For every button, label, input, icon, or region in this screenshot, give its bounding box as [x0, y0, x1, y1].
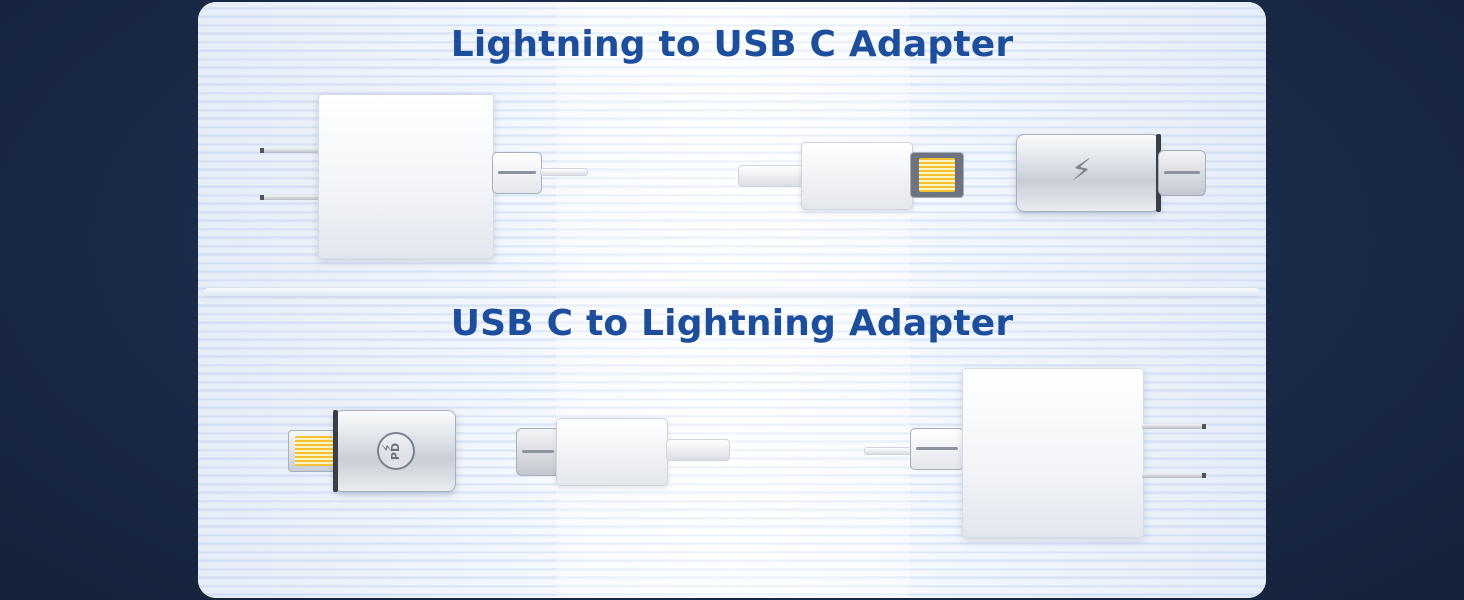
- usbc-plug-housing: [492, 152, 542, 194]
- pd-badge: ⚡ PD: [377, 432, 415, 470]
- usbc-plug-housing: [556, 418, 668, 486]
- lightning-pins: [919, 158, 955, 192]
- charger-prong: [260, 195, 322, 200]
- lightning-plug-housing: [801, 142, 913, 210]
- cable-stub: [738, 165, 804, 187]
- charger-prong: [260, 148, 322, 153]
- plug-housing: [910, 428, 964, 470]
- lightning-pins: [295, 436, 333, 466]
- usbc-connector: [1158, 150, 1206, 196]
- charger-body: [962, 368, 1144, 538]
- lightning-bolt-icon: ⚡: [1071, 153, 1093, 188]
- pd-label: PD: [389, 442, 403, 460]
- adapter-metal-body: ⚡: [1016, 134, 1161, 212]
- cable-stub: [666, 439, 730, 461]
- usbc-connector: [516, 428, 560, 476]
- heading-usbc-to-lightning: USB C to Lightning Adapter: [450, 303, 1014, 344]
- product-panel: Lightning to USB C Adapter USB C to Ligh…: [198, 2, 1266, 598]
- cable-stub: [540, 168, 588, 176]
- lightning-connector: [910, 152, 964, 198]
- section-divider: [204, 288, 1260, 296]
- charger-prong: [1142, 424, 1206, 429]
- adapter-metal-body: ⚡ PD: [333, 410, 456, 492]
- charger-body: [318, 94, 494, 259]
- heading-lightning-to-usbc: Lightning to USB C Adapter: [450, 24, 1014, 65]
- adapter-collar: [333, 410, 338, 492]
- lightning-connector: [288, 430, 340, 472]
- center-glow-band: [556, 2, 910, 598]
- charger-prong: [1142, 473, 1206, 478]
- cable-stub: [864, 447, 912, 455]
